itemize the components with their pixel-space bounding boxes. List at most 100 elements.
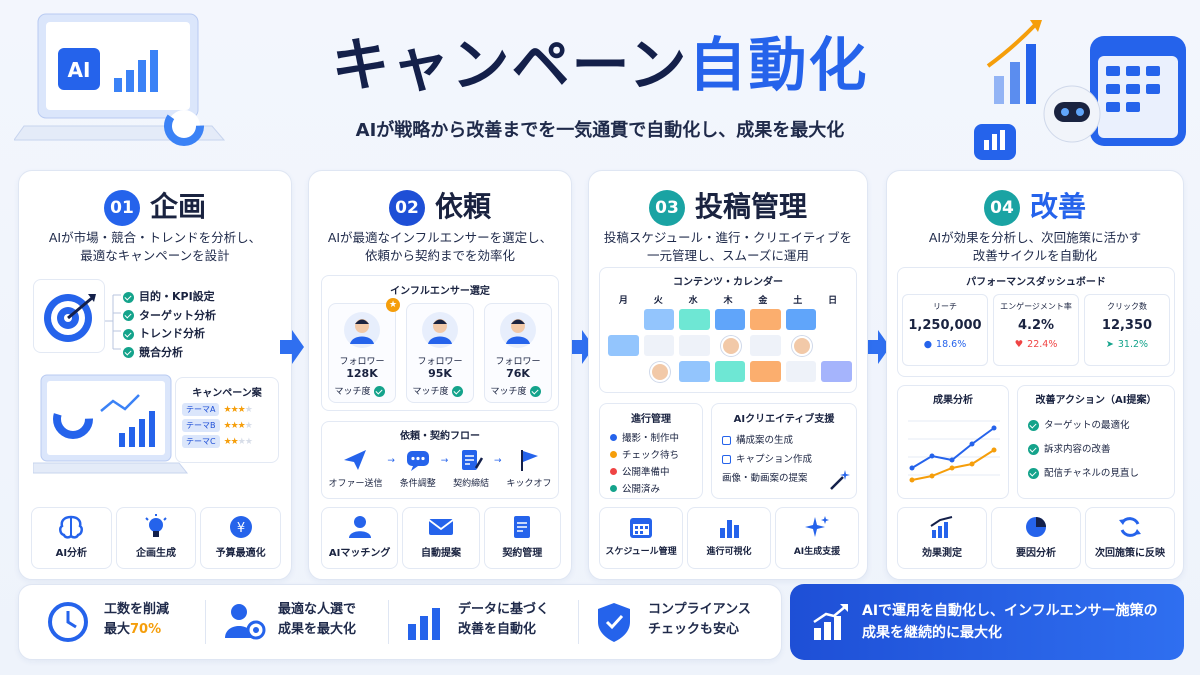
calendar-post-slot[interactable] bbox=[750, 361, 781, 382]
check-item: 競合分析 bbox=[123, 344, 216, 363]
tool-ai-analysis[interactable]: AI分析 bbox=[31, 507, 112, 569]
avatar-icon bbox=[422, 312, 458, 348]
creative-item: 画像・動画案の提案 bbox=[722, 469, 856, 488]
col3-toolbar: スケジュール管理 進行可視化 AI生成支援 bbox=[597, 507, 861, 569]
check-icon bbox=[1028, 468, 1039, 479]
check-label: トレンド分析 bbox=[139, 327, 205, 340]
magic-wand-icon bbox=[830, 470, 850, 490]
plan-row[interactable]: テーマB★★★★ bbox=[182, 419, 272, 432]
analysis-title: 成果分析 bbox=[933, 395, 973, 406]
match-label: マッチ度 bbox=[334, 387, 371, 397]
star-icon: ★ bbox=[223, 404, 231, 415]
col4-desc-line1: AIが効果を分析し、次回施策に活かす bbox=[928, 230, 1142, 245]
benefit-text: 工数を削減 bbox=[104, 602, 170, 617]
col2-number: 02 bbox=[388, 190, 425, 226]
calendar-post-slot[interactable] bbox=[714, 309, 745, 330]
star-rating: ★★★★ bbox=[224, 437, 253, 447]
tool-progress-visualization[interactable]: 進行可視化 bbox=[687, 507, 771, 569]
lightbulb-icon bbox=[145, 514, 167, 537]
calendar-post-slot[interactable] bbox=[608, 309, 639, 330]
refresh-cycle-icon bbox=[1119, 517, 1141, 537]
calendar-post-slot[interactable] bbox=[679, 309, 710, 330]
tool-effect-measurement[interactable]: 効果測定 bbox=[897, 507, 987, 569]
col4-title: 改善 bbox=[1029, 190, 1086, 223]
col1-description: AIが市場・競合・トレンドを分析し、最適なキャンペーンを設計 bbox=[19, 229, 291, 265]
tool-label: 次回施策に反映 bbox=[1095, 548, 1165, 559]
tool-contract-management[interactable]: 契約管理 bbox=[483, 507, 561, 569]
action-item: 配信チャネルの見直し bbox=[1028, 462, 1174, 486]
check-icon bbox=[373, 386, 385, 397]
status-dot-icon bbox=[610, 485, 617, 492]
plan-row[interactable]: テーマC★★★★ bbox=[182, 435, 272, 448]
tool-schedule-management[interactable]: スケジュール管理 bbox=[599, 507, 683, 569]
match-score: マッチ度 bbox=[407, 384, 473, 397]
calendar-post-slot[interactable] bbox=[785, 361, 816, 382]
calendar-post-slot[interactable] bbox=[679, 335, 710, 356]
col3-description: 投稿スケジュール・進行・クリエイティブを一元管理し、スムーズに運用 bbox=[589, 229, 867, 265]
check-icon bbox=[1028, 420, 1039, 431]
tool-budget-optimization[interactable]: ¥ 予算最適化 bbox=[200, 507, 282, 569]
progress-title: 進行管理 bbox=[631, 414, 671, 425]
col3-number: 03 bbox=[648, 190, 685, 226]
tool-next-reflection[interactable]: 次回施策に反映 bbox=[1085, 507, 1175, 569]
tool-label: AI生成支援 bbox=[793, 547, 841, 557]
col4-description: AIが効果を分析し、次回施策に活かす改善サイクルを自動化 bbox=[887, 229, 1183, 265]
calendar-post-slot[interactable] bbox=[785, 309, 816, 330]
divider bbox=[578, 600, 579, 644]
flow-step-offer: オファー送信 bbox=[328, 448, 382, 489]
calendar-avatar-icon[interactable] bbox=[649, 362, 670, 382]
divider bbox=[205, 600, 206, 644]
col1-desc-line2: 最適なキャンペーンを設計 bbox=[80, 248, 230, 263]
laptop-ai-badge: AI bbox=[67, 58, 91, 82]
actions-title: 改善アクション（AI提案） bbox=[1035, 395, 1157, 406]
calendar-post-slot[interactable] bbox=[643, 309, 674, 330]
delta-value: 31.2% bbox=[1117, 339, 1149, 350]
tool-auto-proposal[interactable]: 自動提案 bbox=[402, 507, 480, 569]
calendar-post-slot[interactable] bbox=[750, 335, 781, 356]
check-icon bbox=[123, 328, 134, 340]
benefit-text: コンプライアンス bbox=[648, 602, 751, 617]
tool-ai-generation[interactable]: AI生成支援 bbox=[775, 507, 859, 569]
target-icon-box bbox=[33, 279, 105, 353]
col1-toolbar: AI分析 企画生成 ¥ 予算最適化 bbox=[29, 507, 283, 569]
tool-ai-matching[interactable]: AIマッチング bbox=[321, 507, 399, 569]
metric-label: エンゲージメント率 bbox=[1000, 302, 1072, 311]
tool-factor-analysis[interactable]: 要因分析 bbox=[991, 507, 1081, 569]
tool-plan-generation[interactable]: 企画生成 bbox=[115, 507, 197, 569]
status-dot-icon bbox=[610, 451, 617, 458]
calendar-avatar-icon[interactable] bbox=[720, 336, 741, 356]
benefit-workload: 工数を削減最大70% bbox=[104, 600, 169, 660]
avatar-icon bbox=[500, 312, 536, 348]
improvement-actions-panel: 改善アクション（AI提案） ターゲットの最適化訴求内容の改善配信チャネルの見直し bbox=[1017, 385, 1175, 499]
weekday-label: 金 bbox=[758, 296, 768, 306]
calendar-title: コンテンツ・カレンダー bbox=[673, 277, 783, 288]
contract-flow-panel: 依頼・契約フロー オファー送信 → 条件調整 → 契約締結 → キックオフ bbox=[321, 421, 559, 499]
flow-step-kickoff: キックオフ bbox=[506, 448, 551, 489]
calendar-post-slot[interactable] bbox=[750, 309, 781, 330]
metric-icon: ● bbox=[923, 339, 933, 350]
calendar-post-slot[interactable] bbox=[643, 335, 674, 356]
calendar-post-slot[interactable] bbox=[608, 335, 639, 356]
calendar-post-slot[interactable] bbox=[714, 361, 745, 382]
check-icon bbox=[451, 386, 463, 397]
flow-label: 条件調整 bbox=[399, 479, 436, 489]
metric-label: クリック数 bbox=[1107, 302, 1147, 311]
user-target-icon bbox=[225, 604, 266, 640]
plan-row[interactable]: テーマA★★★★ bbox=[182, 403, 272, 416]
benefit-highlight: 70% bbox=[130, 622, 162, 637]
calendar-post-slot[interactable] bbox=[821, 361, 852, 382]
document-icon bbox=[514, 516, 531, 538]
action-label: ターゲットの最適化 bbox=[1044, 420, 1130, 431]
metric-value: 1,250,000 bbox=[908, 318, 982, 333]
calendar-post-slot[interactable] bbox=[679, 361, 710, 382]
weekday-label: 木 bbox=[723, 296, 733, 306]
calendar-avatar-icon[interactable] bbox=[791, 336, 812, 356]
match-label: マッチ度 bbox=[490, 387, 527, 397]
